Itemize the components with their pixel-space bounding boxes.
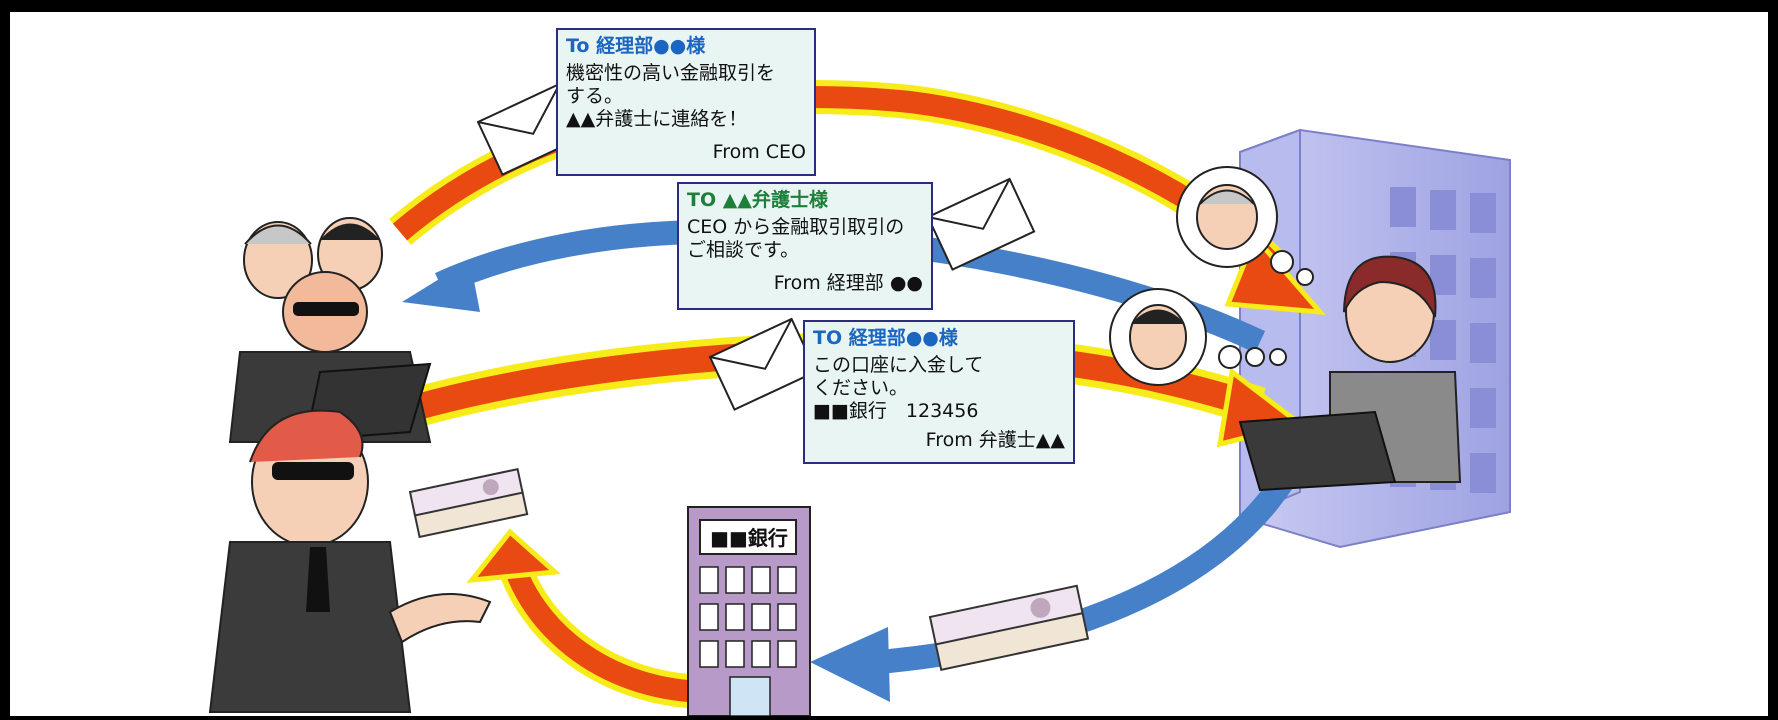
email-body-line: CEO から金融取引取引の: [687, 216, 905, 238]
email-body-line: この口座に入金して: [813, 354, 984, 376]
scammer-group-figures: [208, 217, 492, 713]
diagram-art: [208, 80, 1511, 716]
email-recipient: TO 経理部●●様: [813, 327, 958, 349]
email-body-line: ▲▲弁護士に連絡を！: [566, 108, 748, 130]
bank-building-icon: [687, 506, 811, 716]
ceo-impersonation-email: To 経理部●●様 機密性の高い金融取引を する。 ▲▲弁護士に連絡を！ Fro…: [556, 28, 816, 176]
email-sender: From CEO: [712, 141, 806, 163]
lawyer-contact-email: TO ▲▲弁護士様 CEO から金融取引取引の ご相談です。 From 経理部 …: [677, 182, 933, 310]
thought-bubble-icon: [1109, 166, 1314, 386]
employee-figure: [1238, 255, 1462, 492]
email-sender: From 弁護士▲▲: [925, 429, 1065, 451]
email-body-line: する。: [566, 85, 624, 107]
email-sender: From 経理部 ●●: [773, 272, 923, 294]
email-body-line: ■■銀行 123456: [813, 400, 979, 422]
money-stack-icon: [408, 467, 1090, 672]
diagram-canvas: To 経理部●●様 機密性の高い金融取引を する。 ▲▲弁護士に連絡を！ Fro…: [10, 12, 1768, 716]
email-recipient: To 経理部●●様: [566, 35, 706, 57]
email-body-line: ください。: [813, 377, 909, 399]
email-body-line: 機密性の高い金融取引を: [566, 62, 776, 84]
bank-sign-label: ■■銀行: [710, 526, 788, 550]
payment-request-email: TO 経理部●●様 この口座に入金して ください。 ■■銀行 123456 Fr…: [803, 320, 1075, 464]
bank-to-criminal-arrow: [466, 528, 711, 709]
email-recipient: TO ▲▲弁護士様: [687, 189, 828, 211]
email-body-line: ご相談です。: [687, 239, 800, 261]
employee-to-bank-arrow: [810, 446, 1311, 702]
